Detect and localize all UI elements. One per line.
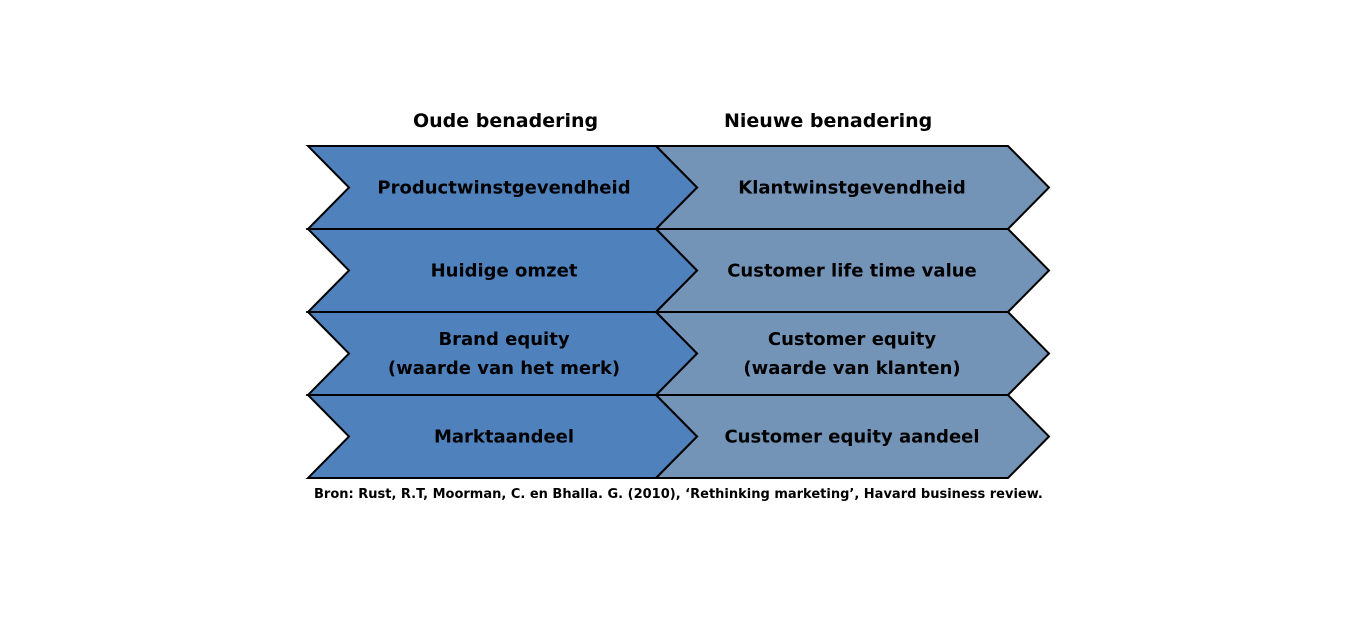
- header-new-approach: Nieuwe benadering: [724, 110, 933, 132]
- chevron-new-3: [653, 311, 1051, 396]
- chevron-old-label-1: Productwinstgevendheid: [377, 178, 630, 199]
- chevron-new-label-1: Klantwinstgevendheid: [738, 178, 965, 199]
- chevron-new-label-2: Customer life time value: [727, 261, 977, 282]
- chevron-old-label-1-line: Productwinstgevendheid: [377, 178, 630, 199]
- chevron-old-3: [305, 311, 699, 396]
- chevron-new-label-3-line: (waarde van klanten): [743, 358, 960, 379]
- chevron-old-label-2: Huidige omzet: [431, 261, 578, 282]
- chevron-new-label-2-line: Customer life time value: [727, 261, 977, 282]
- chevron-old-label-3: Brand equity (waarde van het merk): [388, 329, 620, 379]
- source-citation: Bron: Rust, R.T, Moorman, C. en Bhalla. …: [314, 487, 1043, 502]
- chevron-old-label-3-line: (waarde van het merk): [388, 358, 620, 379]
- chevron-new-label-1-line: Klantwinstgevendheid: [738, 178, 965, 199]
- header-old-approach: Oude benadering: [413, 110, 599, 132]
- chevron-new-label-3-line: Customer equity: [768, 329, 936, 350]
- chevron-new-label-3: Customer equity (waarde van klanten): [743, 329, 960, 379]
- chevron-old-label-2-line: Huidige omzet: [431, 261, 578, 282]
- chevron-old-label-4-line: Marktaandeel: [434, 427, 574, 448]
- chevron-old-label-4: Marktaandeel: [434, 427, 574, 448]
- chevron-new-label-4-line: Customer equity aandeel: [724, 427, 979, 448]
- chevron-old-label-3-line: Brand equity: [438, 329, 569, 350]
- chevron-old-4: [305, 394, 699, 479]
- chevron-new-label-4: Customer equity aandeel: [724, 427, 979, 448]
